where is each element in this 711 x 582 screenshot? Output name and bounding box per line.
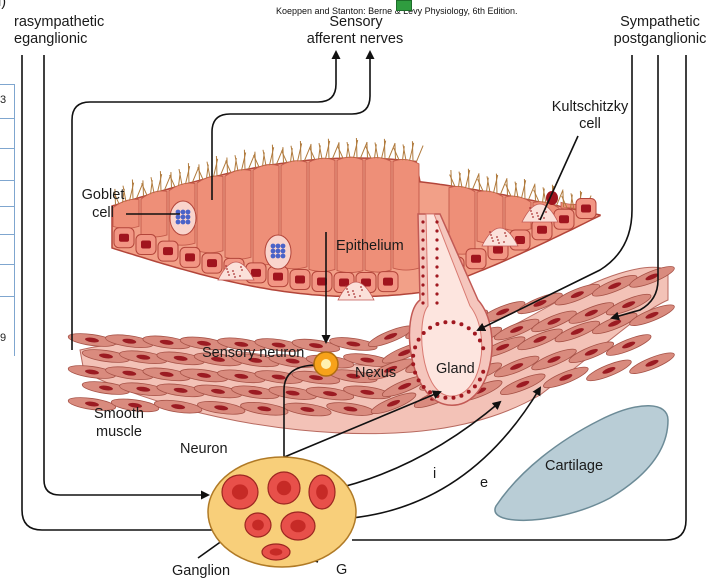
- parasympathetic-label: rasympathetic: [14, 14, 104, 30]
- g-label: G: [336, 562, 347, 578]
- smooth-muscle-label-2: muscle: [84, 424, 154, 440]
- preganglionic-label: eganglionic: [14, 31, 87, 47]
- side-panel-number: 9: [0, 332, 6, 344]
- excitatory-fiber-label: e: [480, 475, 488, 491]
- credit-badge: [396, 0, 412, 11]
- side-panel-fragment: 3 9: [0, 84, 15, 356]
- neuron-label: Neuron: [180, 441, 228, 457]
- postganglionic-label: postganglionic: [603, 31, 711, 47]
- sympathetic-label: Sympathetic: [600, 14, 711, 30]
- epithelium-layer: [112, 138, 600, 300]
- goblet-cell-label-2: cell: [68, 205, 138, 221]
- sensory-neuron-label: Sensory neuron: [202, 345, 304, 361]
- gland-label: Gland: [436, 361, 475, 377]
- inhibitory-fiber-label: i: [433, 466, 436, 482]
- goblet-cell-label: Goblet: [68, 187, 138, 203]
- sensory-neuron-cell: [314, 352, 338, 376]
- sensory-label: Sensory: [306, 14, 406, 30]
- kultschitzky-cell-label: Kultschitzky: [540, 99, 640, 115]
- afferent-nerves-label: afferent nerves: [290, 31, 420, 47]
- cartilage-label: Cartilage: [545, 458, 603, 474]
- smooth-muscle-label: Smooth: [84, 406, 154, 422]
- ganglion-body: [208, 457, 356, 567]
- parasympathetic-paren-label: l): [0, 0, 6, 10]
- kultschitzky-cell-label-2: cell: [540, 116, 640, 132]
- side-panel-number: 3: [0, 94, 6, 106]
- nexus-label: Nexus: [355, 365, 396, 381]
- epithelium-label: Epithelium: [336, 238, 404, 254]
